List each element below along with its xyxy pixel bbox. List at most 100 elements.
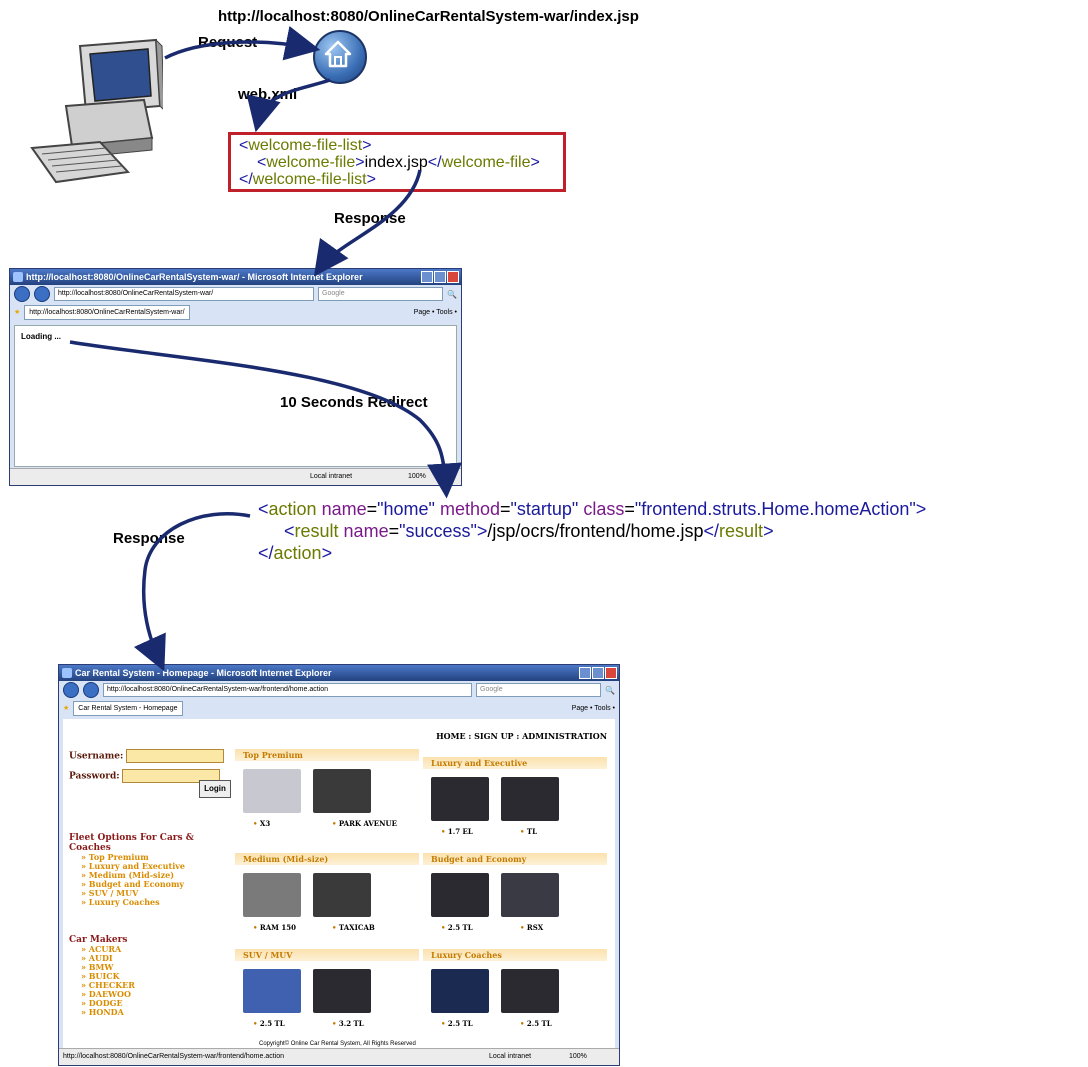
- maker-item[interactable]: DAEWOO: [81, 990, 229, 999]
- xml-attr-value: "success": [399, 521, 477, 541]
- xml-attr-value: "home": [377, 499, 435, 519]
- response-label-2: Response: [113, 530, 185, 547]
- fleet-cell: Medium (Mid-size) RAM 150TAXICAB: [235, 853, 419, 947]
- welcome-file-list-box: <welcome-file-list> <welcome-file>index.…: [228, 132, 566, 192]
- car-name[interactable]: 2.5 TL: [441, 923, 520, 932]
- cell-title[interactable]: Medium (Mid-size): [235, 853, 419, 865]
- maximize-button[interactable]: [592, 667, 604, 679]
- fleet-item[interactable]: Medium (Mid-size): [81, 871, 229, 880]
- fleet-item[interactable]: Budget and Economy: [81, 880, 229, 889]
- top-nav[interactable]: HOME : SIGN UP : ADMINISTRATION: [436, 731, 607, 741]
- minimize-button[interactable]: [579, 667, 591, 679]
- xml-tag: action: [273, 543, 322, 563]
- car-image[interactable]: [431, 873, 489, 917]
- close-button[interactable]: [605, 667, 617, 679]
- ie-icon: [62, 668, 72, 678]
- xml-tag: welcome-file-list: [252, 171, 367, 188]
- car-name[interactable]: 3.2 TL: [332, 1019, 411, 1028]
- redirect-label: 10 Seconds Redirect: [280, 394, 428, 411]
- address-bar[interactable]: http://localhost:8080/OnlineCarRentalSys…: [103, 683, 473, 697]
- maker-item[interactable]: CHECKER: [81, 981, 229, 990]
- car-name[interactable]: 1.7 EL: [441, 827, 520, 836]
- car-image[interactable]: [243, 969, 301, 1013]
- fleet-cell: SUV / MUV 2.5 TL3.2 TL: [235, 949, 419, 1043]
- car-makers-list: ACURA AUDI BMW BUICK CHECKER DAEWOO DODG…: [69, 945, 229, 1017]
- car-name[interactable]: 2.5 TL: [441, 1019, 520, 1028]
- ie-icon: [13, 272, 23, 282]
- maker-item[interactable]: AUDI: [81, 954, 229, 963]
- xml-attr: method: [439, 499, 500, 519]
- car-image[interactable]: [501, 969, 559, 1013]
- favorites-star-icon[interactable]: ★: [14, 309, 21, 316]
- maker-item[interactable]: BUICK: [81, 972, 229, 981]
- xml-tag: welcome-file-list: [248, 137, 363, 154]
- forward-button[interactable]: [34, 286, 50, 302]
- tab-current[interactable]: http://localhost:8080/OnlineCarRentalSys…: [24, 304, 190, 320]
- forward-button[interactable]: [83, 682, 99, 698]
- xml-tag: action: [268, 499, 317, 519]
- search-icon[interactable]: 🔍: [605, 685, 615, 695]
- car-name[interactable]: PARK AVENUE: [332, 819, 411, 828]
- search-input[interactable]: Google: [476, 683, 602, 697]
- car-image[interactable]: [243, 873, 301, 917]
- login-button[interactable]: Login: [199, 780, 231, 798]
- toolbar-tools[interactable]: Page • Tools •: [571, 704, 615, 712]
- minimize-button[interactable]: [421, 271, 433, 283]
- car-image[interactable]: [313, 873, 371, 917]
- search-icon[interactable]: 🔍: [447, 289, 457, 299]
- car-image[interactable]: [243, 769, 301, 813]
- fleet-item[interactable]: Top Premium: [81, 853, 229, 862]
- car-image[interactable]: [501, 873, 559, 917]
- left-sidebar: Username: Password: Fleet Options For Ca…: [69, 749, 229, 1017]
- maker-item[interactable]: HONDA: [81, 1008, 229, 1017]
- back-button[interactable]: [14, 286, 30, 302]
- cell-title[interactable]: Luxury Coaches: [423, 949, 607, 961]
- cell-title[interactable]: Budget and Economy: [423, 853, 607, 865]
- car-image[interactable]: [313, 769, 371, 813]
- url-label: http://localhost:8080/OnlineCarRentalSys…: [218, 8, 639, 25]
- xml-attr-value: "startup": [510, 499, 579, 519]
- cell-title[interactable]: Luxury and Executive: [423, 757, 607, 769]
- tab-current[interactable]: Car Rental System - Homepage: [73, 700, 183, 716]
- maker-item[interactable]: BMW: [81, 963, 229, 972]
- maker-item[interactable]: DODGE: [81, 999, 229, 1008]
- window-title: Car Rental System - Homepage - Microsoft…: [75, 668, 332, 678]
- request-label: Request: [198, 34, 258, 51]
- username-input[interactable]: [126, 749, 225, 763]
- car-makers-title: Car Makers: [69, 935, 128, 945]
- search-input[interactable]: Google: [318, 287, 444, 301]
- car-name[interactable]: 2.5 TL: [520, 1019, 599, 1028]
- car-name[interactable]: X3: [253, 819, 332, 828]
- fleet-item[interactable]: Luxury Coaches: [81, 898, 229, 907]
- xml-tag: result: [719, 521, 764, 541]
- zoom-level[interactable]: 100%: [408, 473, 426, 480]
- zoom-level[interactable]: 100%: [569, 1053, 587, 1060]
- favorites-star-icon[interactable]: ★: [63, 705, 70, 712]
- car-name[interactable]: RSX: [520, 923, 599, 932]
- maximize-button[interactable]: [434, 271, 446, 283]
- car-name[interactable]: 2.5 TL: [253, 1019, 332, 1028]
- close-button[interactable]: [447, 271, 459, 283]
- password-input[interactable]: [122, 769, 221, 783]
- xml-attr: class: [583, 499, 625, 519]
- cell-title[interactable]: SUV / MUV: [235, 949, 419, 961]
- back-button[interactable]: [63, 682, 79, 698]
- maker-item[interactable]: ACURA: [81, 945, 229, 954]
- car-name[interactable]: TAXICAB: [332, 923, 411, 932]
- cell-title[interactable]: Top Premium: [235, 749, 419, 761]
- xml-attr: name: [321, 499, 367, 519]
- status-url: http://localhost:8080/OnlineCarRentalSys…: [63, 1053, 285, 1060]
- car-image[interactable]: [313, 969, 371, 1013]
- car-image[interactable]: [501, 777, 559, 821]
- address-bar[interactable]: http://localhost:8080/OnlineCarRentalSys…: [54, 287, 315, 301]
- username-label: Username:: [69, 751, 124, 762]
- car-image[interactable]: [431, 777, 489, 821]
- status-zone: Local intranet: [489, 1053, 532, 1060]
- car-image[interactable]: [431, 969, 489, 1013]
- car-name[interactable]: RAM 150: [253, 923, 332, 932]
- fleet-item[interactable]: Luxury and Executive: [81, 862, 229, 871]
- toolbar-tools[interactable]: Page • Tools •: [413, 308, 457, 316]
- fleet-item[interactable]: SUV / MUV: [81, 889, 229, 898]
- car-name[interactable]: TL: [520, 827, 599, 836]
- fleet-options-title: Fleet Options For Cars & Coaches: [69, 833, 194, 853]
